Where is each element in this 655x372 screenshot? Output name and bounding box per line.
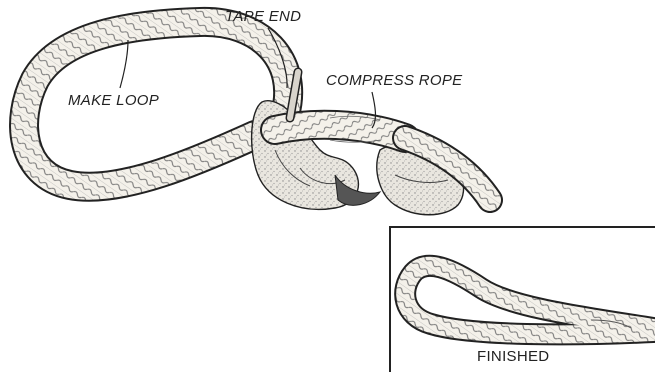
label-finished: FINISHED bbox=[477, 348, 549, 365]
label-make-loop: MAKE LOOP bbox=[68, 92, 159, 109]
finished-rope bbox=[405, 266, 653, 335]
finished-inset-panel: FINISHED bbox=[389, 226, 655, 372]
label-compress-rope: COMPRESS ROPE bbox=[326, 72, 462, 89]
label-tape-end: TAPE END bbox=[225, 8, 301, 25]
leader-make-loop bbox=[120, 40, 128, 88]
